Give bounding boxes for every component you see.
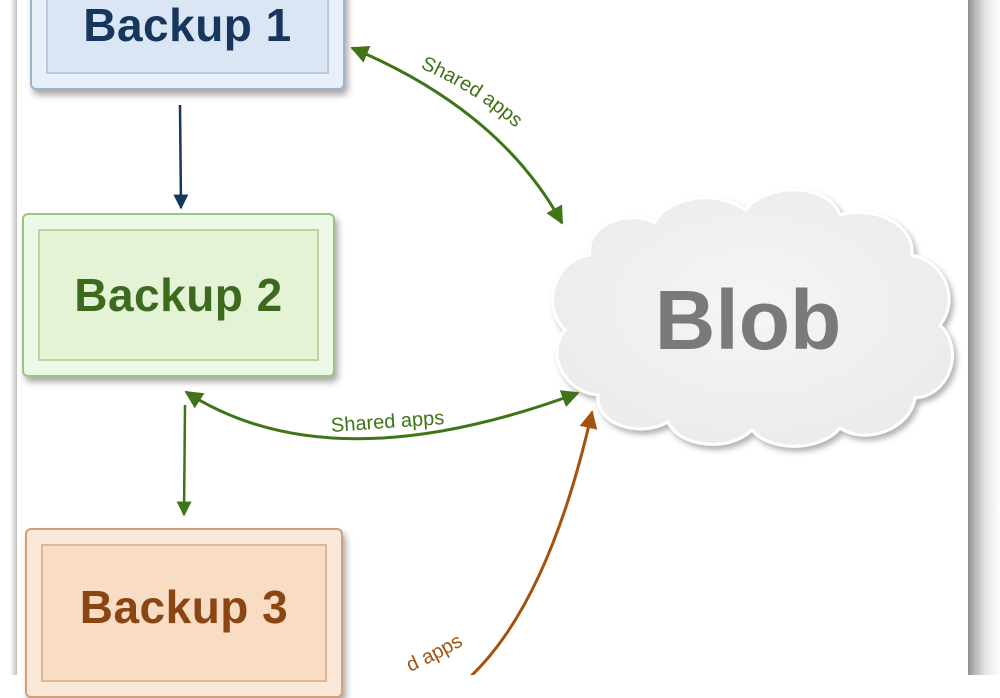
- backup1-label: Backup 1: [83, 0, 292, 51]
- backup2-blob-connector: [184, 390, 580, 441]
- backup3-box: Backup 3: [25, 528, 343, 698]
- backup1-blob-connector: [350, 45, 564, 225]
- page-right-edge: [968, 0, 1000, 675]
- backup2-label: Backup 2: [74, 269, 283, 321]
- diagram-canvas: Blob Shared apps Shared apps d apps: [173, 45, 954, 675]
- blob-cloud: Blob: [551, 188, 954, 448]
- blob-label: Blob: [655, 273, 842, 367]
- backup3-blob-label: d apps: [403, 630, 466, 675]
- backup2-to-backup3-arrow: [176, 404, 192, 517]
- backup3-blob-connector: [469, 410, 598, 675]
- backup3-label: Backup 3: [79, 581, 289, 633]
- backup2-box: Backup 2: [22, 213, 335, 377]
- backup1-to-backup2-arrow: [173, 104, 189, 210]
- backup1-box: Backup 1: [30, 0, 345, 90]
- page-left-edge: [0, 0, 17, 675]
